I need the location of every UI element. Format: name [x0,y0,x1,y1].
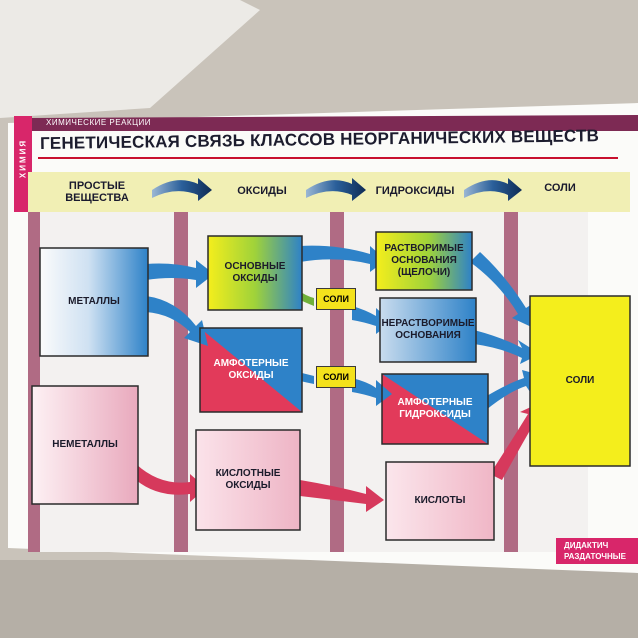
column-header-band [28,172,630,212]
column-salts: СОЛИ [544,182,576,194]
amphoteric-oxides-red [200,328,302,412]
series-line-2: РАЗДАТОЧНЫЕ [564,552,626,561]
amphoteric-oxides-box: АМФОТЕРНЫЕ ОКСИДЫ [213,358,289,381]
soluble-bases-box: РАСТВОРИМЫЕ ОСНОВАНИЯ (ЩЕЛОЧИ) [384,243,464,278]
column-oxides: ОКСИДЫ [237,185,287,197]
header-arrow-2 [306,178,366,201]
subject-label: ХИМИЧЕСКИЕ РЕАКЦИИ [46,118,151,127]
arrow-acidic-oxides-acids [300,480,384,512]
side-strip: ХИМИЯ [14,116,32,212]
amphoteric-hydroxides-red [382,374,488,444]
series-label: ДИДАКТИЧ РАЗДАТОЧНЫЕ [556,538,638,564]
salts-box: СОЛИ [565,375,595,386]
salts-box-shape [529,295,631,467]
series-line-1: ДИДАКТИЧ [564,541,609,550]
desk-surface [0,560,638,638]
amphoteric-hydroxides-box: АМФОТЕРНЫЕ ГИДРОКСИДЫ [397,397,473,420]
nonmetals-box-shape [31,385,139,505]
title-underline [38,157,618,159]
acidic-oxides-box: КИСЛОТНЫЕ ОКСИДЫ [215,468,281,491]
basic-oxides-box: ОСНОВНЫЕ ОКСИДЫ [224,261,286,284]
basic-oxides-box-shape [207,235,303,311]
header-arrow-3 [464,178,522,201]
insoluble-bases-box: НЕРАСТВОРИМЫЕ ОСНОВАНИЯ [381,318,475,341]
arrow-soluble-bases-salts [470,252,538,330]
amphoteric-oxides-box-shape [199,327,303,413]
subject-band: ХИМИЧЕСКИЕ РЕАКЦИИ [32,115,638,131]
arrow-metals-basic-oxides [146,260,214,288]
header-arrow-1 [152,178,212,201]
arrow-amphoteric-hydroxides-salts [480,370,544,410]
salt-link-2: СОЛИ [316,366,356,388]
amphoteric-hydroxides-box-shape [381,373,489,445]
metals-box-shape [39,247,149,357]
column-simple: ПРОСТЫЕ ВЕЩЕСТВА [65,180,129,204]
acids-box: КИСЛОТЫ [414,495,466,506]
arrow-insoluble-bases-salts [474,330,540,364]
metals-box: МЕТАЛЛЫ [68,296,120,307]
arrow-amphoteric-salt-link [296,372,314,384]
acids-box-shape [385,461,495,541]
arrow-metals-amphoteric-oxides [146,296,208,346]
insoluble-bases-box-shape [379,297,477,363]
column-hydroxides: ГИДРОКСИДЫ [375,185,455,197]
salt-link-1: СОЛИ [316,288,356,310]
nonmetals-box: НЕМЕТАЛЛЫ [52,439,118,450]
acidic-oxides-box-shape [195,429,301,531]
arrow-basic-oxides-soluble-bases [300,245,386,272]
arrow-nonmetals-acidic-oxides [136,464,206,502]
soluble-bases-box-shape [375,231,473,291]
